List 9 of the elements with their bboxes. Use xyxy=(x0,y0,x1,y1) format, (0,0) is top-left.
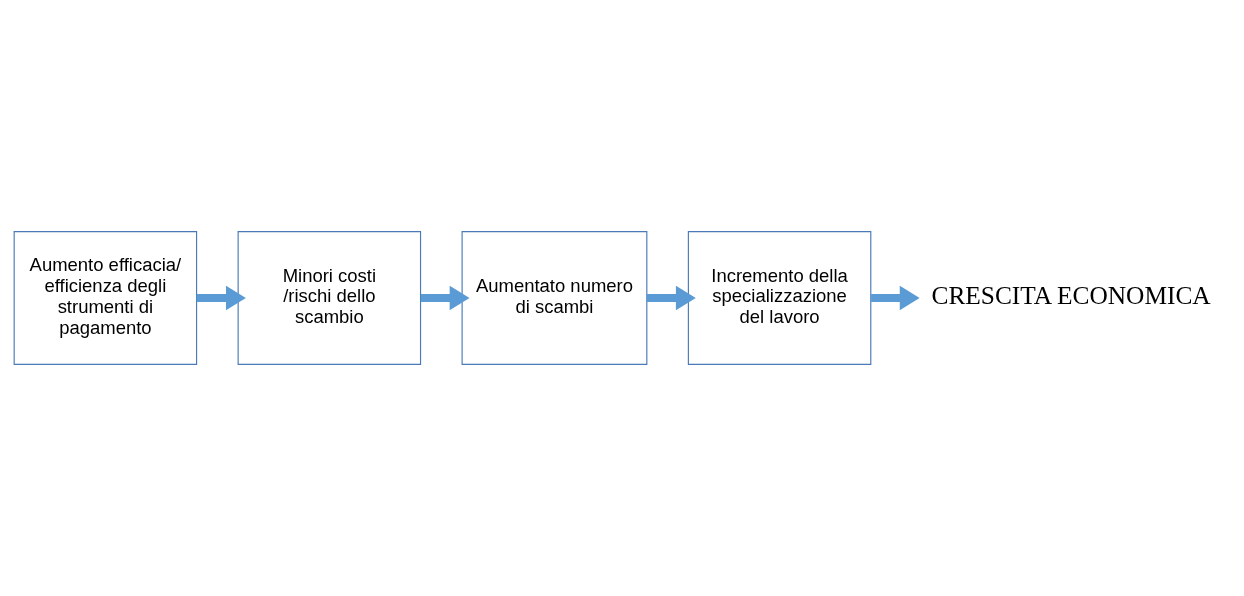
node-box: Aumento efficacia/efficienza degli strumenti di pagamento xyxy=(13,231,198,365)
arrow xyxy=(646,285,696,311)
node-text: CRESCITA ECONOMICA xyxy=(931,281,1211,310)
node-box: Minori costi /rischi dello scambio xyxy=(237,231,422,365)
arrow xyxy=(420,285,470,311)
node-box: Incremento della specializzazione del lavoro xyxy=(687,231,872,365)
node-box: Aumentato numero di scambi xyxy=(461,231,648,365)
arrow xyxy=(196,285,246,311)
arrow xyxy=(871,285,920,311)
